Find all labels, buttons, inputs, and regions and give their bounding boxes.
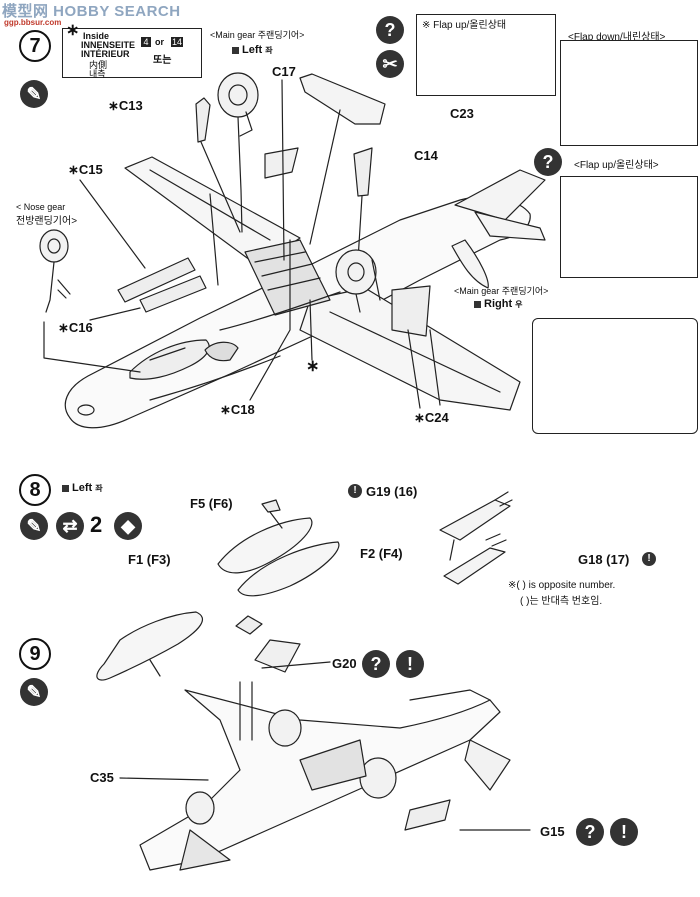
main-gear-right-side: Right 우 [474,298,523,310]
info-icon-g18: ! [642,552,656,566]
step-7-number: 7 [19,30,51,62]
label-f5: F5 (F6) [190,496,233,511]
label-c24: ∗C24 [414,410,449,425]
question-icon-g20: ? [362,650,390,678]
label-c16: ∗C16 [58,320,93,335]
question-icon-flap: ? [376,16,404,44]
flap-up-box-2 [560,176,698,278]
label-c15: ∗C15 [68,162,103,177]
both-sides-icon: ◆ [114,512,142,540]
aircraft-step7 [64,156,546,429]
label-g19: G19 (16) [366,484,418,499]
bombs-step8 [439,491,513,585]
glue-icon-step9: ✎ [20,678,48,706]
question-icon-g15: ? [576,818,604,846]
glue-icon-step8: ✎ [20,512,48,540]
nose-gear-caption-kr: 전방랜딩기어> [16,216,78,227]
label-f1: F1 (F3) [128,552,171,567]
inside-label-fr: INTÉRIEUR [81,49,130,59]
part-c13 [195,97,211,143]
part-c17 [264,147,299,179]
label-c23: C23 [450,106,474,121]
front-view-box [532,318,698,434]
flap-up-note: ※ Flap up/올린상태 [422,20,507,31]
inside-label-de: INNENSEITE [81,40,136,50]
part-c23 [299,73,386,125]
inside-label-kr: 내측 [89,69,106,79]
inside-asterisk: ∗ [66,22,80,39]
part-c15 [117,257,196,303]
repeat-icon: ⇄ [56,512,84,540]
aircraft-step9 [96,611,531,871]
label-g18: G18 (17) [578,552,630,567]
inside-label-jp: 内側 [89,60,108,70]
inside-label-en: Inside [83,31,110,41]
label-c13: ∗C13 [108,98,143,113]
main-gear-left-wheel [217,72,259,233]
step-9-number: 9 [19,638,51,670]
flap-up-box [416,14,556,96]
inside-box: Inside INNENSEITE INTÉRIEUR 内側 내측 4 or 1… [62,28,202,79]
label-c35: C35 [90,770,114,785]
main-gear-left-side: Left 좌 [232,44,273,56]
main-gear-right-caption: <Main gear 주랜딩기어> [454,286,549,296]
nose-gear-caption: < Nose gear [16,202,66,212]
opposite-note-kr: ( )는 반대측 번호임. [520,596,603,607]
label-g20: G20 [332,656,357,671]
flap-up-label: <Flap up/올린상태> [574,160,659,171]
label-c14: C14 [414,148,438,163]
label-c18: ∗C18 [220,402,255,417]
label-g15: G15 [540,824,565,839]
part-badge-a: 4 [141,37,151,47]
main-gear-right-wheel [335,249,381,313]
watermark-logo: 模型网 HOBBY SEARCH [2,3,181,20]
knife-icon: ✂ [376,50,404,78]
label-asterisk: ∗ [306,358,320,375]
flap-down-label: <Flap down/내린상태> [568,32,666,43]
also-text: 또는 [153,55,172,66]
info-icon-g15: ! [610,818,638,846]
nose-gear [39,229,141,373]
opposite-note: ※( ) is opposite number. [508,580,616,591]
label-f2: F2 (F4) [360,546,403,561]
step8-side: Left 좌 [62,482,103,494]
part-badge-b: 14 [171,37,183,47]
main-gear-left-caption: <Main gear 주랜딩기어> [210,30,305,40]
info-icon-g20: ! [396,650,424,678]
label-c17: C17 [272,64,296,79]
question-icon-flap2: ? [534,148,562,176]
drop-tank-step8 [217,499,340,597]
watermark-url: ggp.bbsur.com [4,18,62,27]
info-icon-g19: ! [348,484,362,498]
or-text: or [155,37,164,47]
step-8-number: 8 [19,474,51,506]
glue-icon: ✎ [20,80,48,108]
flap-down-box [560,40,698,146]
part-c16 [139,275,207,313]
repeat-count: 2 [90,512,103,537]
part-c14 [353,147,373,197]
